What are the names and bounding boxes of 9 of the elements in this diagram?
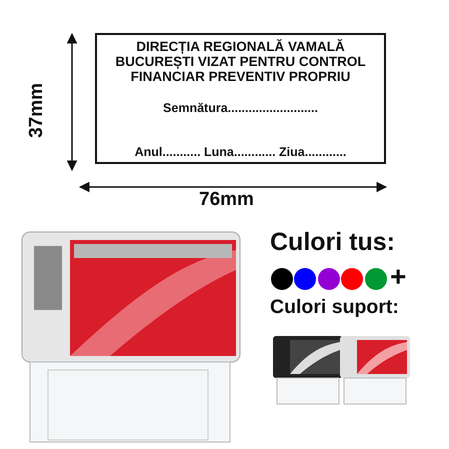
date-line: Anul........... Luna............ Ziua............ [134,145,348,160]
heading-text: DIRECȚIA REGIONALĂ VAMALĂ BUCUREȘTI VIZAT PENTRU CONTROL FINANCIAR PREVENTIV PROPRIU [114,39,367,84]
stamp-imprint-box [95,33,386,164]
section-heading: Culori suport: [270,297,399,318]
signature-line: Semnătura.......................... [162,101,319,116]
dimension-label: 76mm [199,190,254,211]
dimension-label: 37mm [27,82,48,138]
more-symbol: + [390,262,406,293]
section-heading: Culori tus: [270,229,395,256]
